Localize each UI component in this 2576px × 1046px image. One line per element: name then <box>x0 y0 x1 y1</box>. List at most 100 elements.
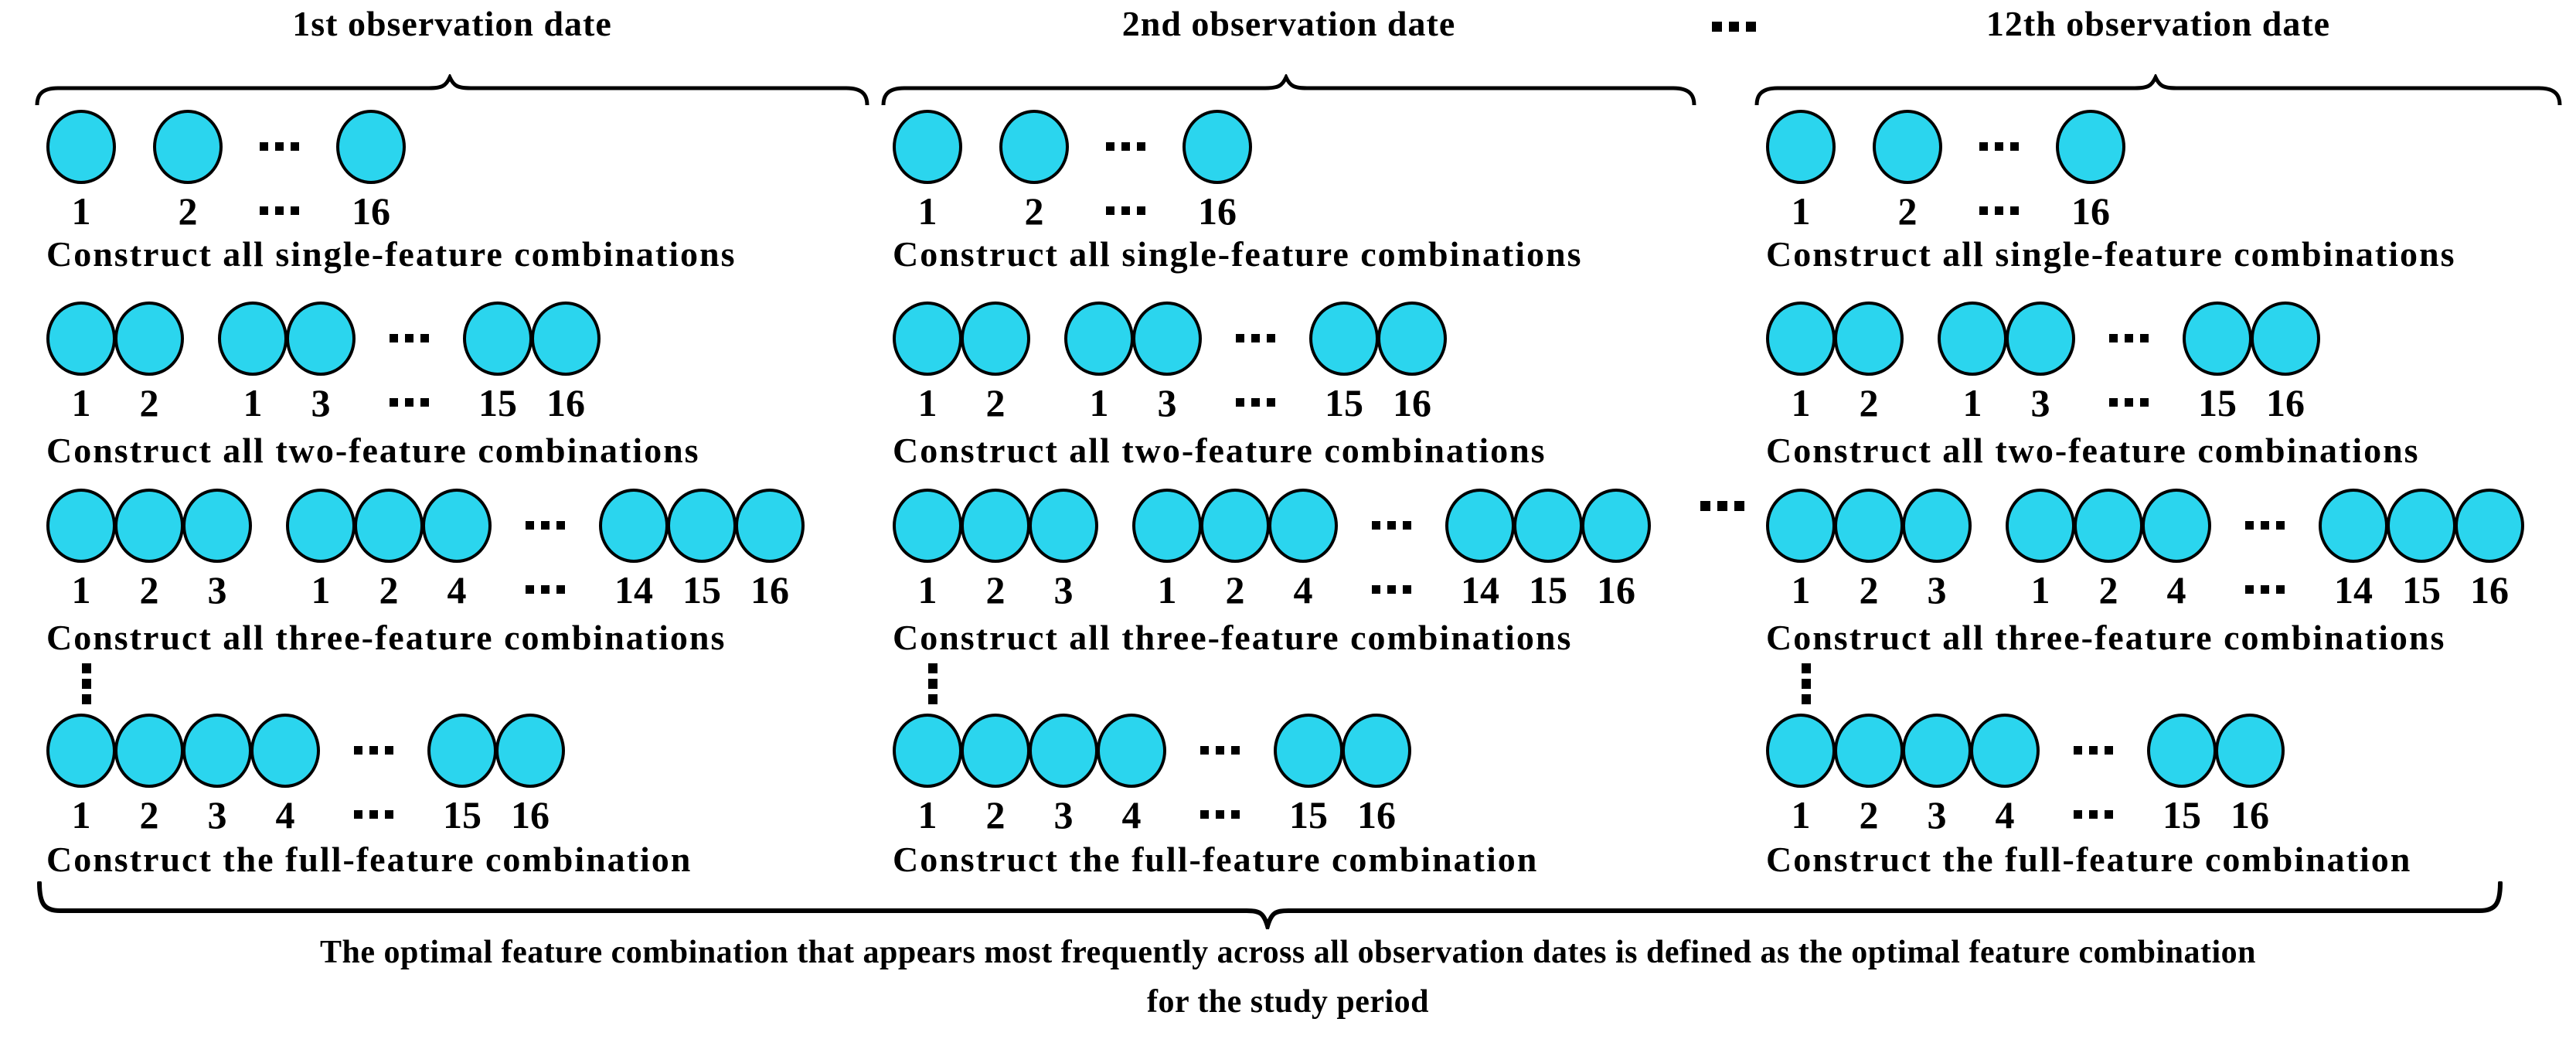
columns-ellipsis-icon <box>1700 501 1744 511</box>
feature-unit: 2 <box>1834 489 1904 609</box>
feature-circle-icon <box>1342 714 1411 788</box>
feature-number: 1 <box>71 381 91 424</box>
feature-unit: 2 <box>2074 489 2143 609</box>
feature-circle-icon <box>1834 302 1904 376</box>
feature-circle-icon <box>354 489 424 563</box>
feature-number: 3 <box>1053 568 1074 612</box>
ellipsis-dot <box>1216 746 1224 755</box>
feature-circle-icon <box>2056 110 2125 184</box>
ellipsis-dot <box>2109 334 2118 342</box>
ellipsis-dot <box>2010 142 2019 151</box>
ellipsis-dot <box>1231 746 1240 755</box>
feature-number: 1 <box>1791 568 1811 612</box>
feature-number: 14 <box>1461 568 1499 612</box>
ellipsis-dot <box>1372 521 1380 530</box>
feature-unit: 1 <box>1132 489 1202 609</box>
feature-number: 1 <box>917 189 938 233</box>
feature-circle-icon <box>495 714 565 788</box>
feature-number: 16 <box>546 381 585 424</box>
feature-number: 1 <box>71 568 91 612</box>
feature-number: 1 <box>917 568 938 612</box>
feature-unit: 1 <box>2006 489 2075 609</box>
ellipsis-dot <box>354 746 362 755</box>
feature-number: 16 <box>1198 189 1237 233</box>
over-brace-icon <box>881 74 1696 105</box>
ellipsis-icon <box>1200 810 1240 819</box>
feature-number: 15 <box>682 568 721 612</box>
feature-circle-icon <box>1970 714 2040 788</box>
ellipsis-dot <box>275 142 284 151</box>
feature-circle-icon <box>2006 302 2075 376</box>
feature-circle-icon <box>893 714 962 788</box>
feature-number: 4 <box>1293 568 1313 612</box>
feature-number: 1 <box>2030 568 2050 612</box>
construct-caption: Construct all three-feature combinations <box>46 618 727 657</box>
ellipsis-icon <box>526 489 565 594</box>
feature-unit: 1 <box>1766 714 1836 834</box>
feature-circle-icon <box>1029 489 1098 563</box>
ellipsis-dot <box>1979 142 1988 151</box>
feature-number: 2 <box>379 568 399 612</box>
feature-number: 16 <box>511 793 550 836</box>
feature-circle-icon <box>2319 489 2388 563</box>
ellipsis-dot <box>1267 334 1275 342</box>
ellipsis-dot <box>1236 398 1244 407</box>
ellipsis-icon <box>1372 585 1411 594</box>
feature-number: 3 <box>1053 793 1074 836</box>
ellipsis-dot <box>82 679 91 689</box>
ellipsis-icon <box>2109 302 2149 407</box>
feature-circle-icon <box>182 489 252 563</box>
ellipsis-dot <box>385 746 393 755</box>
ellipsis-dot <box>1251 334 1260 342</box>
feature-number: 1 <box>917 793 938 836</box>
feature-circle-icon <box>893 302 962 376</box>
feature-number: 3 <box>207 793 227 836</box>
feature-circle-icon <box>1834 714 1904 788</box>
feature-number: 3 <box>2030 381 2050 424</box>
footer-text-line1: The optimal feature combination that app… <box>319 935 2257 970</box>
ellipsis-dot <box>2140 398 2149 407</box>
ellipsis-dot <box>2074 810 2082 819</box>
feature-number: 2 <box>1859 793 1879 836</box>
ellipsis-dot <box>2105 810 2113 819</box>
feature-circle-icon <box>999 110 1069 184</box>
feature-unit: 16 <box>2056 110 2125 230</box>
feature-unit: 1 <box>1766 110 1836 230</box>
feature-unit: 16 <box>1342 714 1411 834</box>
feature-circle-icon <box>531 302 601 376</box>
feature-unit: 3 <box>1029 489 1098 609</box>
ellipsis-icon <box>1372 521 1411 530</box>
feature-number: 16 <box>2231 793 2269 836</box>
ellipsis-dot <box>2074 746 2082 755</box>
feature-unit: 3 <box>1029 714 1098 834</box>
feature-number: 3 <box>1157 381 1177 424</box>
ellipsis-dot <box>369 746 378 755</box>
feature-circle-icon <box>1766 714 1836 788</box>
feature-number: 1 <box>243 381 263 424</box>
ellipsis-dot <box>526 521 534 530</box>
feature-number: 16 <box>1393 381 1431 424</box>
feature-unit: 1 <box>1766 302 1836 422</box>
feature-number: 1 <box>1791 189 1811 233</box>
feature-number: 16 <box>352 189 390 233</box>
ellipsis-dot <box>1200 746 1209 755</box>
ellipsis-icon <box>2245 585 2285 594</box>
ellipsis-dot <box>1802 663 1811 673</box>
feature-circle-icon <box>1132 302 1202 376</box>
